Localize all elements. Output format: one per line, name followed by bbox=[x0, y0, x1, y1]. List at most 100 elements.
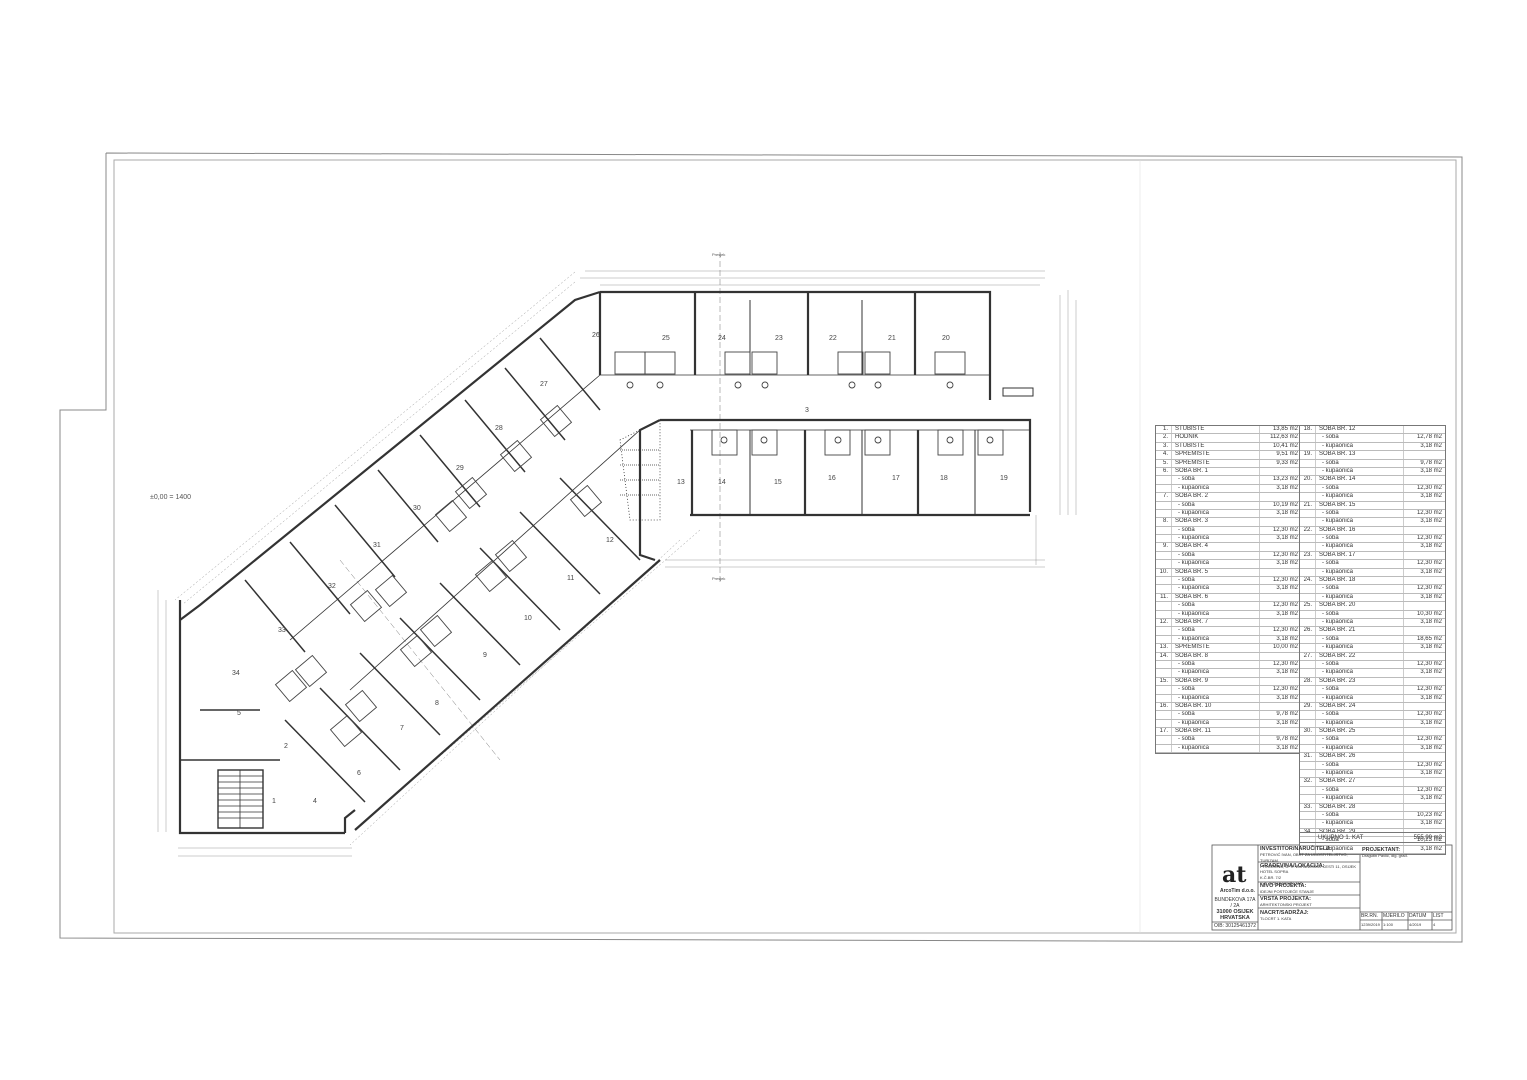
legend-left-row: 15.SOBA BR. 9 bbox=[1156, 677, 1301, 687]
location-line-1: HOTEL SOPRA bbox=[1260, 869, 1289, 874]
legend-right-row: 19.SOBA BR. 13 bbox=[1300, 451, 1445, 460]
row-number bbox=[1300, 585, 1316, 593]
row-number bbox=[1300, 509, 1316, 518]
row-number: 15. bbox=[1156, 677, 1172, 686]
room-label-24: 24 bbox=[718, 335, 726, 342]
row-label: HODNIK bbox=[1175, 434, 1199, 441]
row-area bbox=[1403, 803, 1445, 811]
room-label-6: 6 bbox=[357, 770, 361, 777]
row-number bbox=[1300, 845, 1316, 853]
row-area: 3,18 m2 bbox=[1259, 744, 1301, 753]
axis-marker-bottom: Presjek bbox=[712, 576, 725, 581]
row-area: 12,30 m2 bbox=[1403, 484, 1445, 493]
row-label: - soba bbox=[1322, 434, 1339, 441]
room-labels: 1 2 3 4 5 6 7 8 9 10 11 12 13 14 15 16 1… bbox=[232, 332, 1008, 805]
row-label: SOBA BR. 6 bbox=[1175, 593, 1209, 600]
row-label: SOBA BR. 29 bbox=[1319, 828, 1356, 835]
row-area: 3,18 m2 bbox=[1259, 585, 1301, 593]
row-number bbox=[1300, 694, 1316, 702]
row-number: 23. bbox=[1300, 551, 1316, 560]
row-label: SOBA BR. 14 bbox=[1319, 476, 1356, 483]
location-line-3: K.O. DONJI MIHOLJAC bbox=[1260, 881, 1303, 886]
row-label: SPREMIŠTE bbox=[1175, 451, 1210, 458]
row-number bbox=[1300, 686, 1316, 694]
row-label: SPREMIŠTE bbox=[1175, 644, 1210, 651]
row-area bbox=[1403, 551, 1445, 560]
room-label-23: 23 bbox=[775, 335, 783, 342]
legend-right-row: 26.SOBA BR. 21 bbox=[1300, 627, 1445, 636]
row-area: 12,30 m2 bbox=[1403, 585, 1445, 593]
row-number bbox=[1300, 610, 1316, 618]
row-label: - kupaonica bbox=[1322, 744, 1354, 751]
row-label: - kupaonica bbox=[1322, 820, 1354, 827]
legend-right-row: 27.SOBA BR. 22 bbox=[1300, 652, 1445, 661]
row-area: 3,18 m2 bbox=[1403, 568, 1445, 576]
row-label: SOBA BR. 21 bbox=[1319, 627, 1356, 634]
firm-logo: at bbox=[1222, 862, 1247, 888]
room-label-19: 19 bbox=[1000, 475, 1008, 482]
row-area: 3,18 m2 bbox=[1403, 845, 1445, 853]
room-label-3: 3 bbox=[805, 407, 809, 414]
row-label: - kupaonica bbox=[1322, 467, 1354, 474]
diagonal-room-partitions bbox=[180, 337, 641, 803]
row-number: 32. bbox=[1300, 778, 1316, 786]
row-area bbox=[1259, 467, 1301, 476]
row-number bbox=[1156, 551, 1172, 560]
row-area: 9,51 m2 bbox=[1259, 451, 1301, 459]
row-label: - kupaonica bbox=[1178, 694, 1210, 701]
room-label-25: 25 bbox=[662, 335, 670, 342]
row-number: 29. bbox=[1300, 702, 1316, 711]
row-area: 12,30 m2 bbox=[1403, 761, 1445, 769]
row-label: SOBA BR. 5 bbox=[1175, 568, 1209, 575]
row-area: 12,30 m2 bbox=[1403, 711, 1445, 719]
row-number: 14. bbox=[1156, 652, 1172, 660]
row-label: - kupaonica bbox=[1322, 719, 1354, 726]
row-number bbox=[1300, 660, 1316, 669]
row-number: 17. bbox=[1156, 728, 1172, 736]
row-area: 3,18 m2 bbox=[1403, 744, 1445, 753]
row-area: 3,18 m2 bbox=[1403, 593, 1445, 602]
row-number bbox=[1300, 644, 1316, 652]
field-value: 1:100 bbox=[1383, 922, 1394, 927]
location-line-2: K.Č.BR. 7/2 bbox=[1260, 875, 1282, 880]
level-note: ±0,00 = 1400 bbox=[150, 494, 191, 501]
row-number: 9. bbox=[1156, 543, 1172, 551]
row-area: 9,78 m2 bbox=[1259, 711, 1301, 719]
room-label-34: 34 bbox=[232, 670, 240, 677]
row-label: SOBA BR. 10 bbox=[1175, 702, 1212, 709]
row-area bbox=[1259, 518, 1301, 526]
row-label: SOBA BR. 1 bbox=[1175, 467, 1209, 474]
row-number bbox=[1300, 593, 1316, 602]
field-label: LIST bbox=[1433, 913, 1444, 919]
room-label-22: 22 bbox=[829, 335, 837, 342]
row-area bbox=[1403, 677, 1445, 686]
firm-name: ArcoTim d.o.o. bbox=[1220, 888, 1255, 894]
row-number: 33. bbox=[1300, 803, 1316, 811]
row-number bbox=[1156, 526, 1172, 535]
row-area: 12,30 m2 bbox=[1259, 660, 1301, 669]
row-area: 3,18 m2 bbox=[1403, 518, 1445, 526]
row-area: 9,78 m2 bbox=[1403, 459, 1445, 467]
total-label: UKUPNO 1. KAT bbox=[1318, 834, 1364, 841]
row-number bbox=[1300, 434, 1316, 442]
row-area: 13,23 m2 bbox=[1259, 476, 1301, 484]
row-area: 3,18 m2 bbox=[1259, 719, 1301, 728]
row-label: STUBIŠTE bbox=[1175, 442, 1205, 449]
row-label: - soba bbox=[1178, 660, 1195, 667]
project-type-block: VRSTA PROJEKTA: ARHITEKTONSKI PROJEKT bbox=[1260, 896, 1358, 908]
row-number: 31. bbox=[1300, 753, 1316, 761]
